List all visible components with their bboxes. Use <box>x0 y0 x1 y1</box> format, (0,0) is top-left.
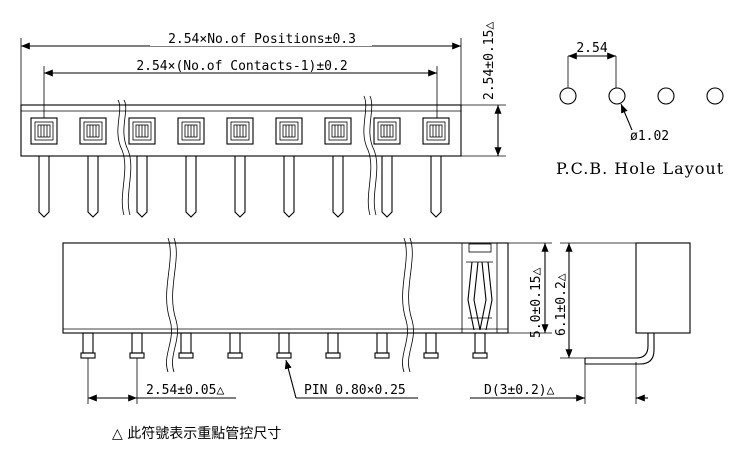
positions-dim-label: 2.54×No.of Positions±0.3 <box>168 32 356 47</box>
d-dim-label: D(3±0.2)△ <box>484 383 555 398</box>
hole-pitch-label: 2.54 <box>576 41 607 56</box>
contact-cell <box>422 117 450 145</box>
contact-cell <box>324 117 352 145</box>
pin-top <box>381 156 393 218</box>
pin-top <box>38 156 50 218</box>
pcb-hole-layout: 2.54 ø1.02 P.C.B. Hole Layout <box>556 41 724 178</box>
pcb-title: P.C.B. Hole Layout <box>556 159 724 178</box>
pin-front <box>325 332 341 359</box>
contact-cell <box>226 117 254 145</box>
pin-front <box>374 332 390 359</box>
contact-cell <box>30 117 58 145</box>
pin-front <box>80 332 96 359</box>
pin-top <box>136 156 148 218</box>
pin-top <box>185 156 197 218</box>
pin-front <box>129 332 145 359</box>
pin-top <box>332 156 344 218</box>
pin-top <box>234 156 246 218</box>
contact-cell <box>128 117 156 145</box>
pins-front <box>80 332 488 359</box>
pin-top <box>283 156 295 218</box>
contacts-dim-label: 2.54×(No.of Contacts-1)±0.2 <box>136 59 347 74</box>
pin-front <box>276 332 292 359</box>
contact-cell <box>177 117 205 145</box>
pitch-bottom-label: 2.54±0.05△ <box>146 383 224 398</box>
pin-top <box>430 156 442 218</box>
pins-top <box>38 156 442 218</box>
body-height-label: 5.0±0.15△ <box>529 267 544 338</box>
contact-cell <box>79 117 107 145</box>
contact-cell <box>275 117 303 145</box>
pcb-hole <box>657 87 675 105</box>
pin-top <box>87 156 99 218</box>
pin-size-label: PIN 0.80×0.25 <box>304 383 406 398</box>
pin-front <box>472 332 488 359</box>
note-text: △ 此符號表示重點管控尺寸 <box>112 426 281 442</box>
pcb-hole <box>559 87 577 105</box>
hole-dia-label: ø1.02 <box>630 129 669 144</box>
total-height-label: 6.1±0.2△ <box>554 273 569 336</box>
top-view: 2.54×No.of Positions±0.3 2.54×(No.of Con… <box>20 22 506 218</box>
pcb-hole <box>706 87 724 105</box>
height-dim-label: 2.54±0.15△ <box>482 22 497 100</box>
pcb-hole <box>608 87 626 105</box>
pin-front <box>227 332 243 359</box>
contact-cells <box>30 117 450 145</box>
side-view <box>584 242 691 365</box>
pin-front <box>178 332 194 359</box>
contact-cell <box>373 117 401 145</box>
front-view: 2.54±0.05△ PIN 0.80×0.25 D(3±0.2)△ 5.0±0… <box>62 237 648 404</box>
pin-front <box>423 332 439 359</box>
housing-top <box>20 104 462 157</box>
housing-front <box>62 242 509 334</box>
housing-side <box>635 242 691 334</box>
